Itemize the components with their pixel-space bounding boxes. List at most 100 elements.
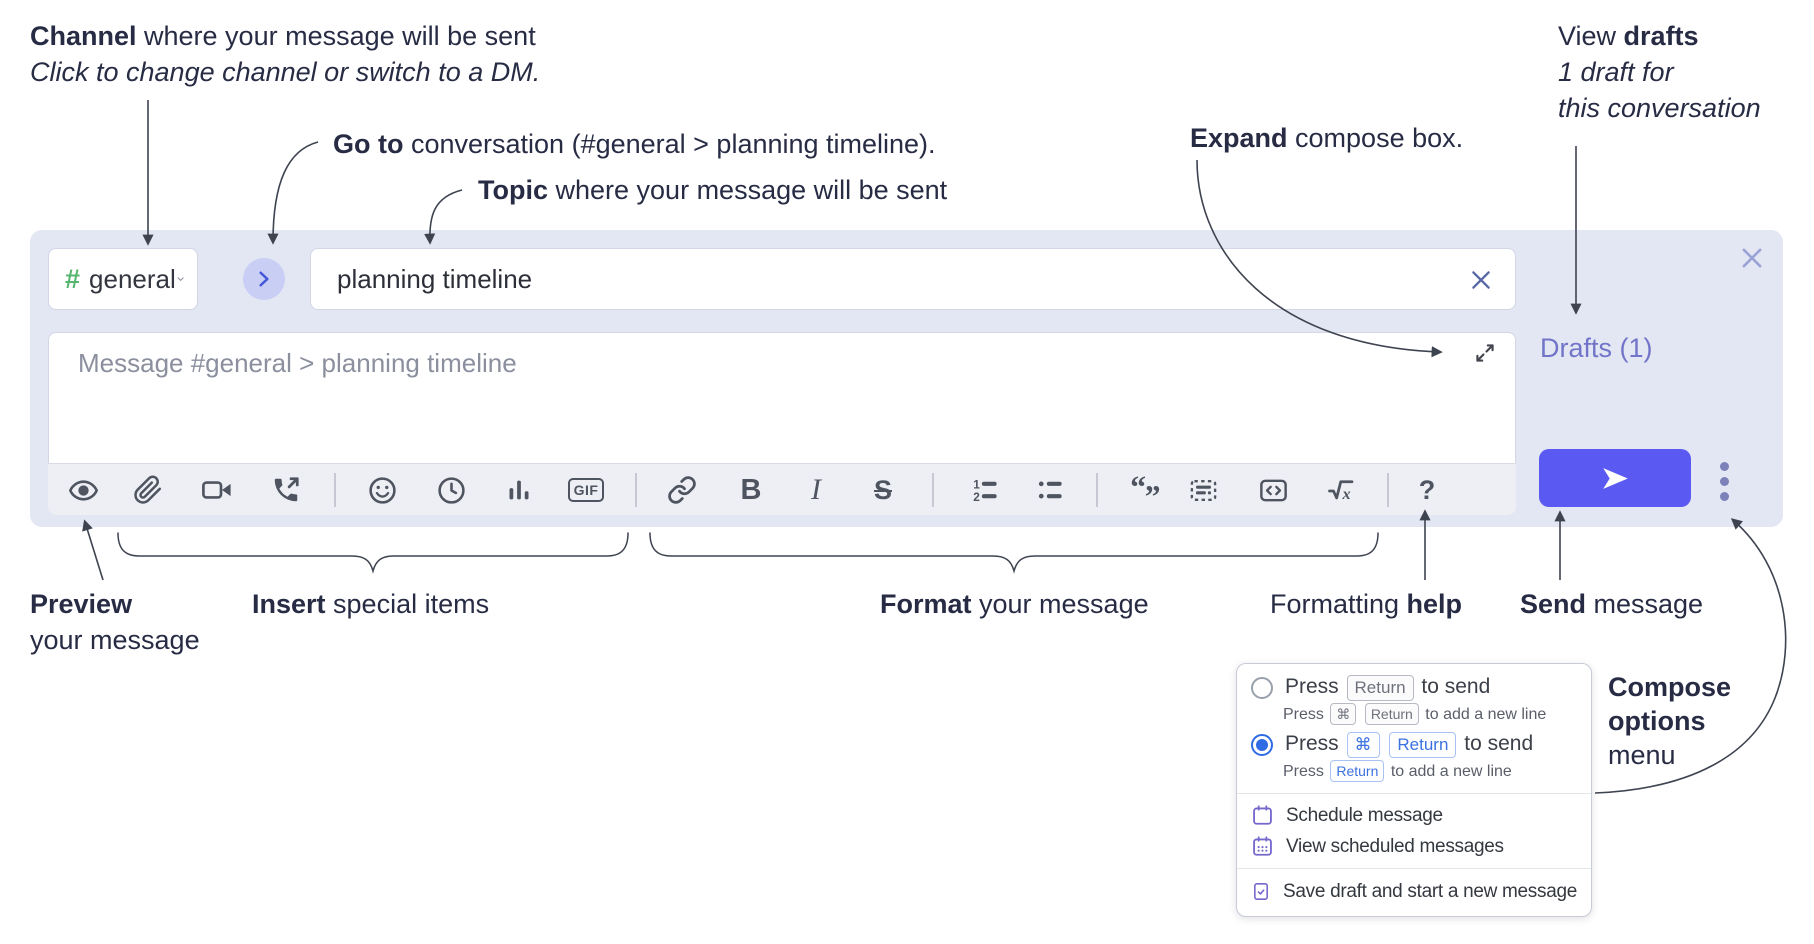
compose-options-annotation: Compose options menu: [1608, 672, 1732, 770]
calendar-icon: [1253, 805, 1272, 825]
menu-divider: [1237, 868, 1591, 869]
bar-chart-icon: [509, 480, 529, 500]
topic-value: planning timeline: [337, 263, 533, 294]
channel-selector[interactable]: # general: [48, 248, 198, 310]
send-icon: [1602, 467, 1628, 489]
toolbar-divider: [334, 473, 336, 507]
svg-text:x: x: [1342, 485, 1351, 503]
add-global-time-button[interactable]: [429, 468, 473, 512]
format-annotation: Format your message: [880, 589, 1149, 619]
channel-annotation: Channel where your message will be sent …: [30, 21, 541, 87]
link-icon: [668, 476, 696, 504]
eye-icon: [68, 479, 98, 501]
goto-connector: [267, 141, 319, 245]
clock-icon: [437, 476, 465, 504]
svg-text:1: 1: [973, 477, 980, 491]
video-camera-icon: [202, 481, 231, 499]
preview-button[interactable]: [61, 468, 105, 512]
channel-name: general: [89, 263, 176, 294]
preview-connector: [82, 519, 104, 581]
goto-annotation: Go to conversation (#general > planning …: [333, 129, 936, 159]
drafts-link[interactable]: Drafts (1): [1540, 333, 1653, 363]
return-to-send-subtext: Press ⌘ Return to add a new line: [1283, 703, 1577, 725]
strikethrough-button[interactable]: S: [861, 468, 905, 512]
cmd-return-to-send-subtext: Press Return to add a new line: [1283, 760, 1577, 782]
bulleted-list-button[interactable]: [1028, 468, 1072, 512]
draft-section: Save draft and start a new message: [1237, 869, 1591, 916]
insert-annotation: Insert special items: [252, 589, 490, 619]
calendar-days-icon: [1253, 836, 1272, 856]
expand-annotation: Expand compose box.: [1190, 123, 1464, 153]
question-mark-icon: ?: [1418, 474, 1436, 505]
add-voice-call-button[interactable]: [264, 468, 308, 512]
close-compose-button[interactable]: [1738, 244, 1766, 272]
code-icon: [1259, 479, 1287, 501]
kebab-dot: [1719, 461, 1729, 471]
expand-compose-button[interactable]: [1472, 340, 1498, 366]
svg-text:”: ”: [1145, 479, 1161, 505]
topic-input[interactable]: planning timeline: [310, 248, 1516, 310]
preview-annotation: Preview your message: [30, 589, 200, 655]
phone-call-icon: [274, 477, 299, 502]
smiley-icon: [368, 476, 396, 504]
close-icon: [1472, 271, 1490, 289]
kebab-dot: [1719, 491, 1729, 501]
compose-options-menu: Press Return to send Press ⌘ Return to a…: [1236, 663, 1592, 917]
expand-icon: [1476, 344, 1494, 362]
numbered-list-button[interactable]: 1 2: [963, 468, 1007, 512]
link-button[interactable]: [660, 468, 704, 512]
compose-options-menu-button[interactable]: [1705, 459, 1743, 503]
menu-divider: [1237, 793, 1591, 794]
paperclip-icon: [134, 475, 162, 504]
send-shortcut-options: Press Return to send Press ⌘ Return to a…: [1237, 664, 1591, 793]
svg-text:“: “: [1130, 475, 1146, 504]
radio-return-to-send-option[interactable]: Press Return to send: [1251, 675, 1577, 701]
menu-item-view-scheduled-messages[interactable]: View scheduled messages: [1251, 831, 1577, 862]
gif-icon: GIF: [567, 478, 605, 502]
channel-hash-icon: #: [65, 263, 81, 294]
close-icon: [1742, 248, 1762, 268]
compose-toolbar: GIF B I S 1 2: [48, 463, 1516, 515]
add-video-call-button[interactable]: [195, 468, 239, 512]
radio-cmd-return-to-send-option[interactable]: Press ⌘ Return to send: [1251, 732, 1577, 758]
bold-button[interactable]: B: [729, 468, 773, 512]
italic-icon: I: [811, 473, 821, 506]
drafts-annotation: View drafts 1 draft for this conversatio…: [1558, 21, 1761, 123]
svg-text:2: 2: [973, 490, 980, 504]
bulleted-list-icon: [1038, 481, 1062, 499]
toolbar-divider: [932, 473, 934, 507]
chevron-down-icon: [177, 277, 184, 281]
menu-item-schedule-message[interactable]: Schedule message: [1251, 800, 1577, 831]
numbered-list-icon: 1 2: [973, 477, 997, 504]
clear-topic-button[interactable]: [1468, 267, 1494, 293]
schedule-section: Schedule message View scheduled messages: [1237, 794, 1591, 868]
menu-item-save-draft-new-message[interactable]: Save draft and start a new message: [1251, 876, 1577, 907]
spoiler-button[interactable]: [1181, 468, 1225, 512]
go-to-conversation-button[interactable]: [243, 258, 285, 300]
math-icon: x: [1328, 480, 1354, 503]
code-button[interactable]: [1251, 468, 1295, 512]
insert-brace: [117, 532, 629, 574]
strikethrough-icon: S: [873, 474, 892, 505]
toolbar-divider: [1096, 473, 1098, 507]
add-gif-button[interactable]: GIF: [564, 468, 608, 512]
send-annotation: Send message: [1520, 589, 1704, 619]
math-button[interactable]: x: [1319, 468, 1363, 512]
topic-annotation: Topic where your message will be sent: [478, 175, 948, 205]
bold-icon: B: [740, 473, 762, 506]
emoji-button[interactable]: [360, 468, 404, 512]
toolbar-divider: [635, 473, 637, 507]
attach-file-button[interactable]: [126, 468, 170, 512]
format-brace: [649, 532, 1379, 574]
spoiler-icon: [1190, 479, 1216, 501]
italic-button[interactable]: I: [794, 468, 838, 512]
message-formatting-help-button[interactable]: ?: [1405, 468, 1449, 512]
kebab-dot: [1719, 476, 1729, 486]
toolbar-divider: [1387, 473, 1389, 507]
send-button[interactable]: [1539, 449, 1691, 507]
message-placeholder: Message #general > planning timeline: [78, 348, 517, 378]
add-poll-button[interactable]: [497, 468, 541, 512]
radio-unselected-icon: [1251, 677, 1273, 699]
quote-button[interactable]: “ ”: [1124, 468, 1168, 512]
